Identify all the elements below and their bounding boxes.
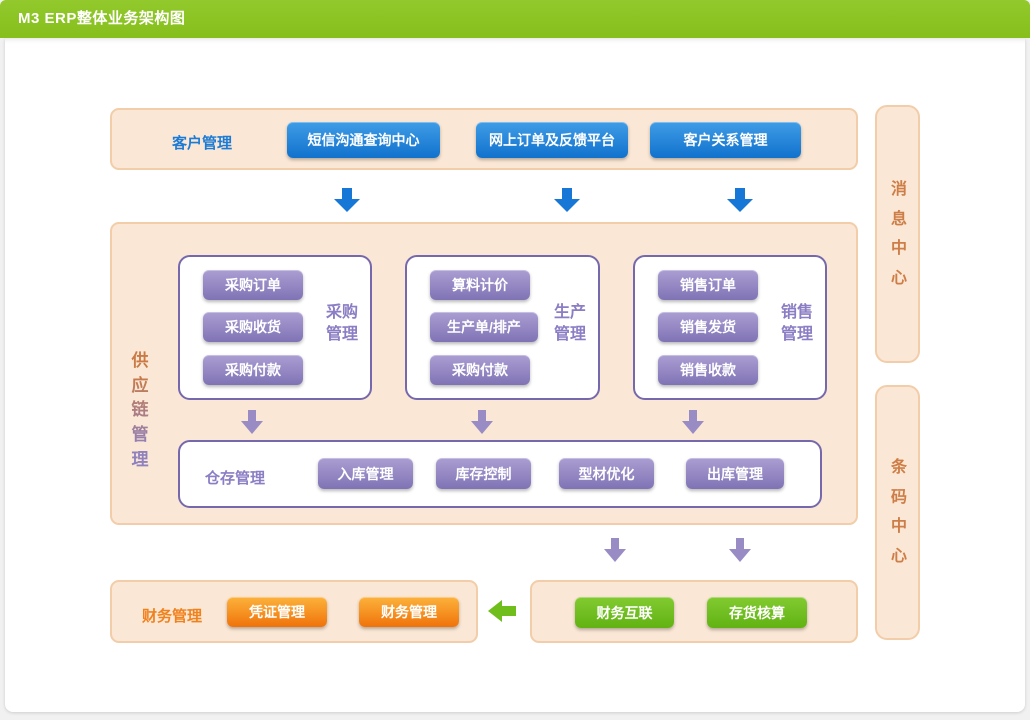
barcode-center-label: 条码中心 — [890, 459, 907, 565]
inventory-accounting-button[interactable]: 存货核算 — [707, 597, 807, 628]
crm-button[interactable]: 客户关系管理 — [650, 122, 801, 158]
production-label: 生产管理 — [553, 304, 586, 343]
finance-group-label: 财务管理 — [142, 608, 203, 625]
customer-group-label: 客户管理 — [172, 135, 233, 152]
flow-arrow-down-icon — [729, 538, 751, 562]
sms-center-button[interactable]: 短信沟通查询中心 — [287, 122, 440, 158]
material-pricing-button[interactable]: 算料计价 — [430, 270, 530, 300]
flow-arrow-down-icon — [727, 188, 753, 212]
flow-arrow-down-icon — [241, 410, 263, 434]
production-payment-button[interactable]: 采购付款 — [430, 355, 530, 385]
outbound-mgmt-button[interactable]: 出库管理 — [686, 458, 784, 489]
flow-arrow-down-icon — [334, 188, 360, 212]
message-center-panel: 消息中心 — [875, 105, 920, 363]
message-center-label: 消息中心 — [890, 181, 907, 287]
sales-order-button[interactable]: 销售订单 — [658, 270, 758, 300]
procurement-label: 采购管理 — [325, 304, 358, 343]
page-title: M3 ERP整体业务架构图 — [18, 10, 186, 27]
supply-chain-label: 供应链管理 — [130, 349, 150, 472]
inbound-mgmt-button[interactable]: 入库管理 — [318, 458, 413, 489]
voucher-mgmt-button[interactable]: 凭证管理 — [227, 597, 327, 627]
purchase-payment-button[interactable]: 采购付款 — [203, 355, 303, 385]
sales-delivery-button[interactable]: 销售发货 — [658, 312, 758, 342]
flow-arrow-down-icon — [554, 188, 580, 212]
warehouse-label: 仓存管理 — [205, 470, 266, 487]
sales-label: 销售管理 — [780, 304, 813, 343]
purchase-order-button[interactable]: 采购订单 — [203, 270, 303, 300]
flow-arrow-left-icon — [488, 600, 516, 622]
barcode-center-panel: 条码中心 — [875, 385, 920, 640]
profile-optimize-button[interactable]: 型材优化 — [559, 458, 654, 489]
flow-arrow-down-icon — [682, 410, 704, 434]
finance-interlink-button[interactable]: 财务互联 — [575, 597, 674, 628]
flow-arrow-down-icon — [604, 538, 626, 562]
online-order-button[interactable]: 网上订单及反馈平台 — [476, 122, 628, 158]
header-bar: M3 ERP整体业务架构图 — [0, 0, 1030, 38]
inventory-control-button[interactable]: 库存控制 — [436, 458, 531, 489]
sales-collection-button[interactable]: 销售收款 — [658, 355, 758, 385]
finance-mgmt-button[interactable]: 财务管理 — [359, 597, 459, 627]
production-schedule-button[interactable]: 生产单/排产 — [430, 312, 538, 342]
flow-arrow-down-icon — [471, 410, 493, 434]
purchase-receipt-button[interactable]: 采购收货 — [203, 312, 303, 342]
